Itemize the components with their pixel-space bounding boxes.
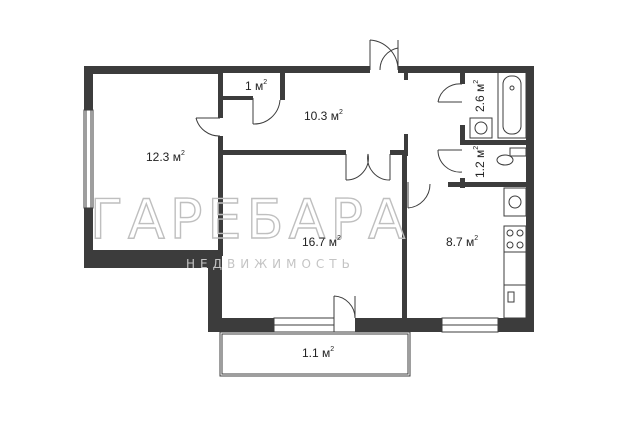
kitchen-sink bbox=[503, 187, 527, 217]
stove bbox=[503, 225, 527, 253]
room-label-balcony-1-1: 1.1 м2 bbox=[302, 346, 334, 360]
room-label-wc-1-2: 1.2 м2 bbox=[473, 146, 487, 178]
bathtub bbox=[497, 71, 527, 139]
interior-walls bbox=[218, 66, 530, 325]
room-label-12-3: 12.3 м2 bbox=[146, 150, 185, 164]
watermark-tagline: НЕДВИЖИМОСТЬ bbox=[186, 257, 355, 271]
room-label-hall-10-3: 10.3 м2 bbox=[304, 109, 343, 123]
kitchen-counter bbox=[503, 251, 527, 319]
room-label-16-7: 16.7 м2 bbox=[302, 235, 341, 249]
room-label-storage-1: 1 м2 bbox=[245, 79, 267, 93]
outer-walls bbox=[84, 66, 534, 332]
watermark-brand: ГАРЕБАРА bbox=[90, 188, 410, 251]
balcony-outline bbox=[219, 331, 411, 377]
bathroom-sink bbox=[469, 117, 493, 139]
windows bbox=[83, 109, 499, 333]
doors bbox=[195, 39, 463, 319]
room-label-kitchen-8-7: 8.7 м2 bbox=[446, 235, 478, 249]
room-label-bath-2-6: 2.6 м2 bbox=[473, 80, 487, 112]
toilet bbox=[496, 147, 527, 166]
